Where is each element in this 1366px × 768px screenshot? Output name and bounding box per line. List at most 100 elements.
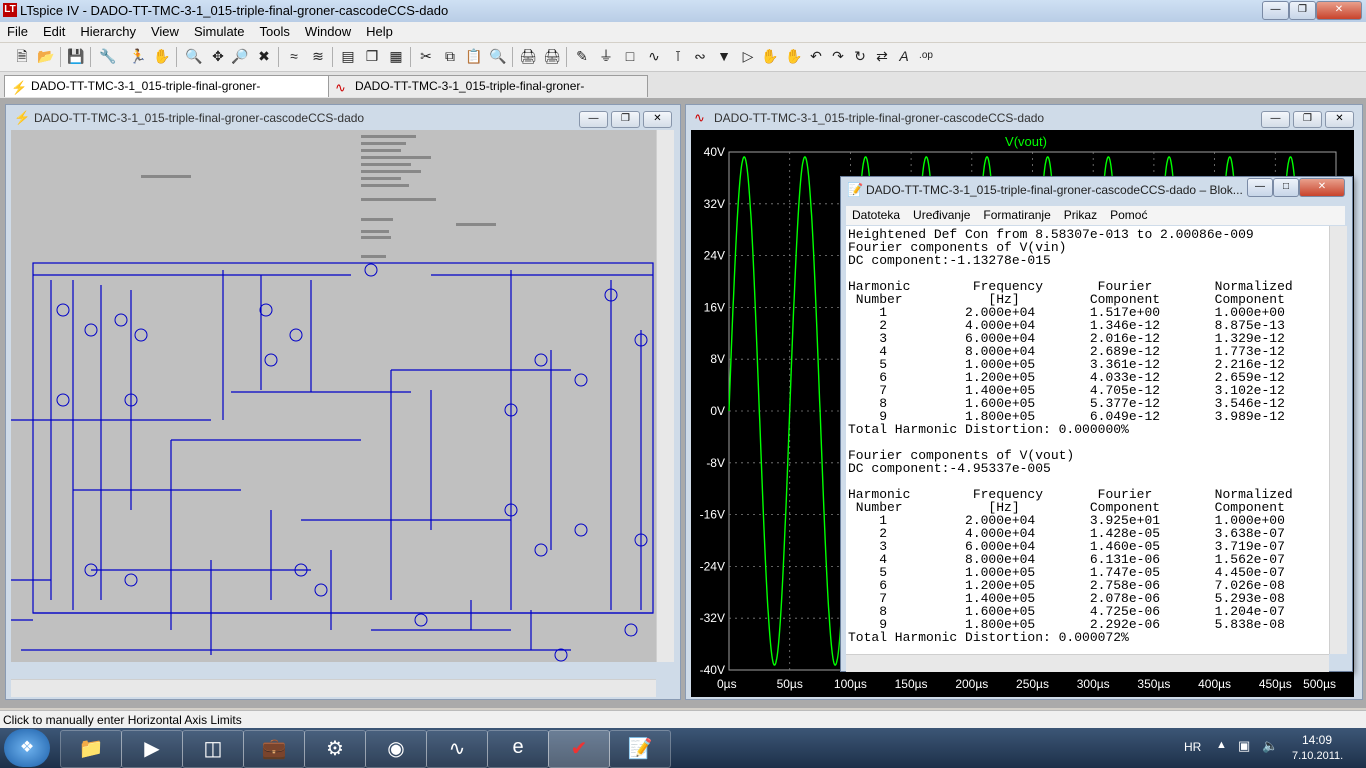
y-tick-label[interactable]: 24V [704, 249, 725, 263]
x-tick-label[interactable]: 350µs [1137, 677, 1170, 691]
clock-date[interactable]: 7.10.2011. [1292, 750, 1344, 762]
maximize-icon[interactable]: □ [1273, 178, 1299, 197]
label-net-icon[interactable]: □ [625, 48, 635, 64]
menu-window[interactable]: Window [304, 24, 352, 39]
tile-horizontal-icon[interactable]: ▤ [341, 48, 355, 64]
taskbar-explorer[interactable]: 📁 [60, 730, 122, 768]
tray-arrow-icon[interactable]: ▲ [1216, 739, 1227, 751]
schematic-horizontal-scrollbar[interactable] [11, 679, 656, 697]
find-icon[interactable]: 🔍 [489, 48, 507, 64]
y-tick-label[interactable]: 8V [710, 352, 725, 366]
close-icon[interactable]: ✕ [1316, 1, 1362, 20]
schematic-vertical-scrollbar[interactable] [656, 130, 674, 662]
minimize-icon[interactable]: — [1262, 1, 1289, 20]
menu-help[interactable]: Help [366, 24, 393, 39]
capacitor-icon[interactable]: ⊺ [674, 48, 682, 64]
volume-icon[interactable]: 🔈 [1262, 738, 1279, 753]
pan-icon[interactable]: ✥ [212, 48, 224, 64]
trace-label[interactable]: V(vout) [1005, 134, 1047, 149]
y-tick-label[interactable]: 0V [710, 404, 725, 418]
notepad-window[interactable]: 📝 DADO-TT-TMC-3-1_015-triple-final-grone… [840, 176, 1353, 672]
tab-schematic[interactable]: ⚡ DADO-TT-TMC-3-1_015-triple-final-grone… [4, 75, 332, 113]
close-all-icon[interactable]: ▦ [389, 48, 403, 64]
text-icon[interactable]: A [899, 48, 909, 64]
minimize-icon[interactable]: — [1261, 111, 1290, 128]
taskbar-app-1[interactable]: ◫ [182, 730, 244, 768]
x-tick-label[interactable]: 50µs [777, 677, 803, 691]
taskbar-app-5[interactable]: ∿ [426, 730, 488, 768]
zoom-in-icon[interactable]: 🔍 [185, 48, 203, 64]
ground-icon[interactable]: ⏚ [599, 48, 613, 64]
x-tick-label[interactable]: 500µs [1303, 677, 1336, 691]
run-icon[interactable]: 🏃 [129, 48, 147, 64]
restore-icon[interactable]: ❐ [1289, 1, 1316, 20]
close-icon[interactable]: ✕ [643, 111, 672, 128]
x-tick-label[interactable]: 250µs [1016, 677, 1049, 691]
network-icon[interactable]: ▣ [1238, 738, 1251, 753]
spice-directive-icon[interactable]: .op [919, 50, 933, 61]
x-tick-label[interactable]: 0µs [717, 677, 737, 691]
save-icon[interactable]: 💾 [67, 48, 85, 64]
cascade-icon[interactable]: ❐ [365, 48, 379, 64]
restore-icon[interactable]: ❐ [611, 111, 640, 128]
menu-tools[interactable]: Tools [259, 24, 290, 39]
x-tick-label[interactable]: 100µs [834, 677, 867, 691]
y-tick-label[interactable]: -8V [706, 456, 725, 470]
taskbar-notepad[interactable]: 📝 [609, 730, 671, 768]
y-tick-label[interactable]: -32V [700, 611, 725, 625]
close-icon[interactable]: ✕ [1299, 178, 1345, 197]
cut-icon[interactable]: ✂ [420, 48, 432, 64]
menu-hierarchy[interactable]: Hierarchy [80, 24, 136, 39]
zoom-cancel-icon[interactable]: ✖ [258, 48, 270, 64]
clock-time[interactable]: 14:09 [1302, 733, 1333, 747]
resistor-icon[interactable]: ∿ [648, 48, 660, 64]
x-tick-label[interactable]: 450µs [1259, 677, 1292, 691]
x-tick-label[interactable]: 300µs [1077, 677, 1110, 691]
mirror-icon[interactable]: ⇄ [876, 48, 888, 64]
component-icon[interactable]: ▷ [742, 48, 754, 64]
minimize-icon[interactable]: — [579, 111, 608, 128]
language-indicator[interactable]: HR [1184, 740, 1202, 754]
diode-icon[interactable]: ▼ [717, 48, 731, 64]
notepad-menu-format[interactable]: Formatiranje [983, 208, 1051, 222]
open-icon[interactable]: 📂 [37, 48, 55, 64]
new-schematic-icon[interactable]: 🗎 [16, 48, 28, 64]
menu-file[interactable]: File [7, 24, 28, 39]
taskbar-ltspice[interactable]: ✔ [548, 730, 610, 768]
fft-icon[interactable]: ≋ [312, 48, 324, 64]
schematic-canvas[interactable] [11, 130, 656, 662]
undo-icon[interactable]: ↶ [810, 48, 822, 64]
y-tick-label[interactable]: -16V [700, 508, 725, 522]
print-setup-icon[interactable]: 🖨 [519, 48, 537, 64]
notepad-menu-file[interactable]: Datoteka [852, 208, 901, 222]
menu-edit[interactable]: Edit [42, 24, 66, 39]
x-tick-label[interactable]: 200µs [955, 677, 988, 691]
draw-wire-icon[interactable]: ✎ [576, 48, 588, 64]
menu-simulate[interactable]: Simulate [193, 24, 245, 39]
redo-icon[interactable]: ↷ [832, 48, 844, 64]
inductor-icon[interactable]: ∾ [694, 48, 706, 64]
tab-waveform[interactable]: ∿ DADO-TT-TMC-3-1_015-triple-final-grone… [328, 75, 648, 113]
taskbar-app-3[interactable]: ⚙ [304, 730, 366, 768]
notepad-horizontal-scrollbar[interactable] [846, 654, 1329, 672]
taskbar-app-4[interactable]: ◉ [365, 730, 427, 768]
control-panel-icon[interactable]: 🔧 [99, 48, 117, 64]
paste-icon[interactable]: 📋 [465, 48, 483, 64]
minimize-icon[interactable]: — [1247, 178, 1273, 197]
y-tick-label[interactable]: 32V [704, 197, 725, 211]
notepad-menu-edit[interactable]: Uređivanje [913, 208, 971, 222]
restore-icon[interactable]: ❐ [1293, 111, 1322, 128]
rotate-icon[interactable]: ↻ [854, 48, 866, 64]
notepad-text-area[interactable]: Heightened Def Con from 8.58307e-013 to … [846, 226, 1329, 654]
autorange-icon[interactable]: ≈ [290, 48, 298, 64]
drag-icon[interactable]: ✋ [785, 48, 803, 64]
halt-icon[interactable]: ✋ [153, 48, 171, 64]
notepad-vertical-scrollbar[interactable] [1329, 226, 1347, 654]
taskbar-internet-explorer[interactable]: e [487, 730, 549, 768]
x-tick-label[interactable]: 150µs [895, 677, 928, 691]
print-icon[interactable]: 🖨 [543, 48, 561, 64]
y-tick-label[interactable]: 40V [704, 145, 725, 159]
taskbar-app-2[interactable]: 💼 [243, 730, 305, 768]
y-tick-label[interactable]: -24V [700, 559, 725, 573]
notepad-menu-help[interactable]: Pomoć [1110, 208, 1148, 222]
